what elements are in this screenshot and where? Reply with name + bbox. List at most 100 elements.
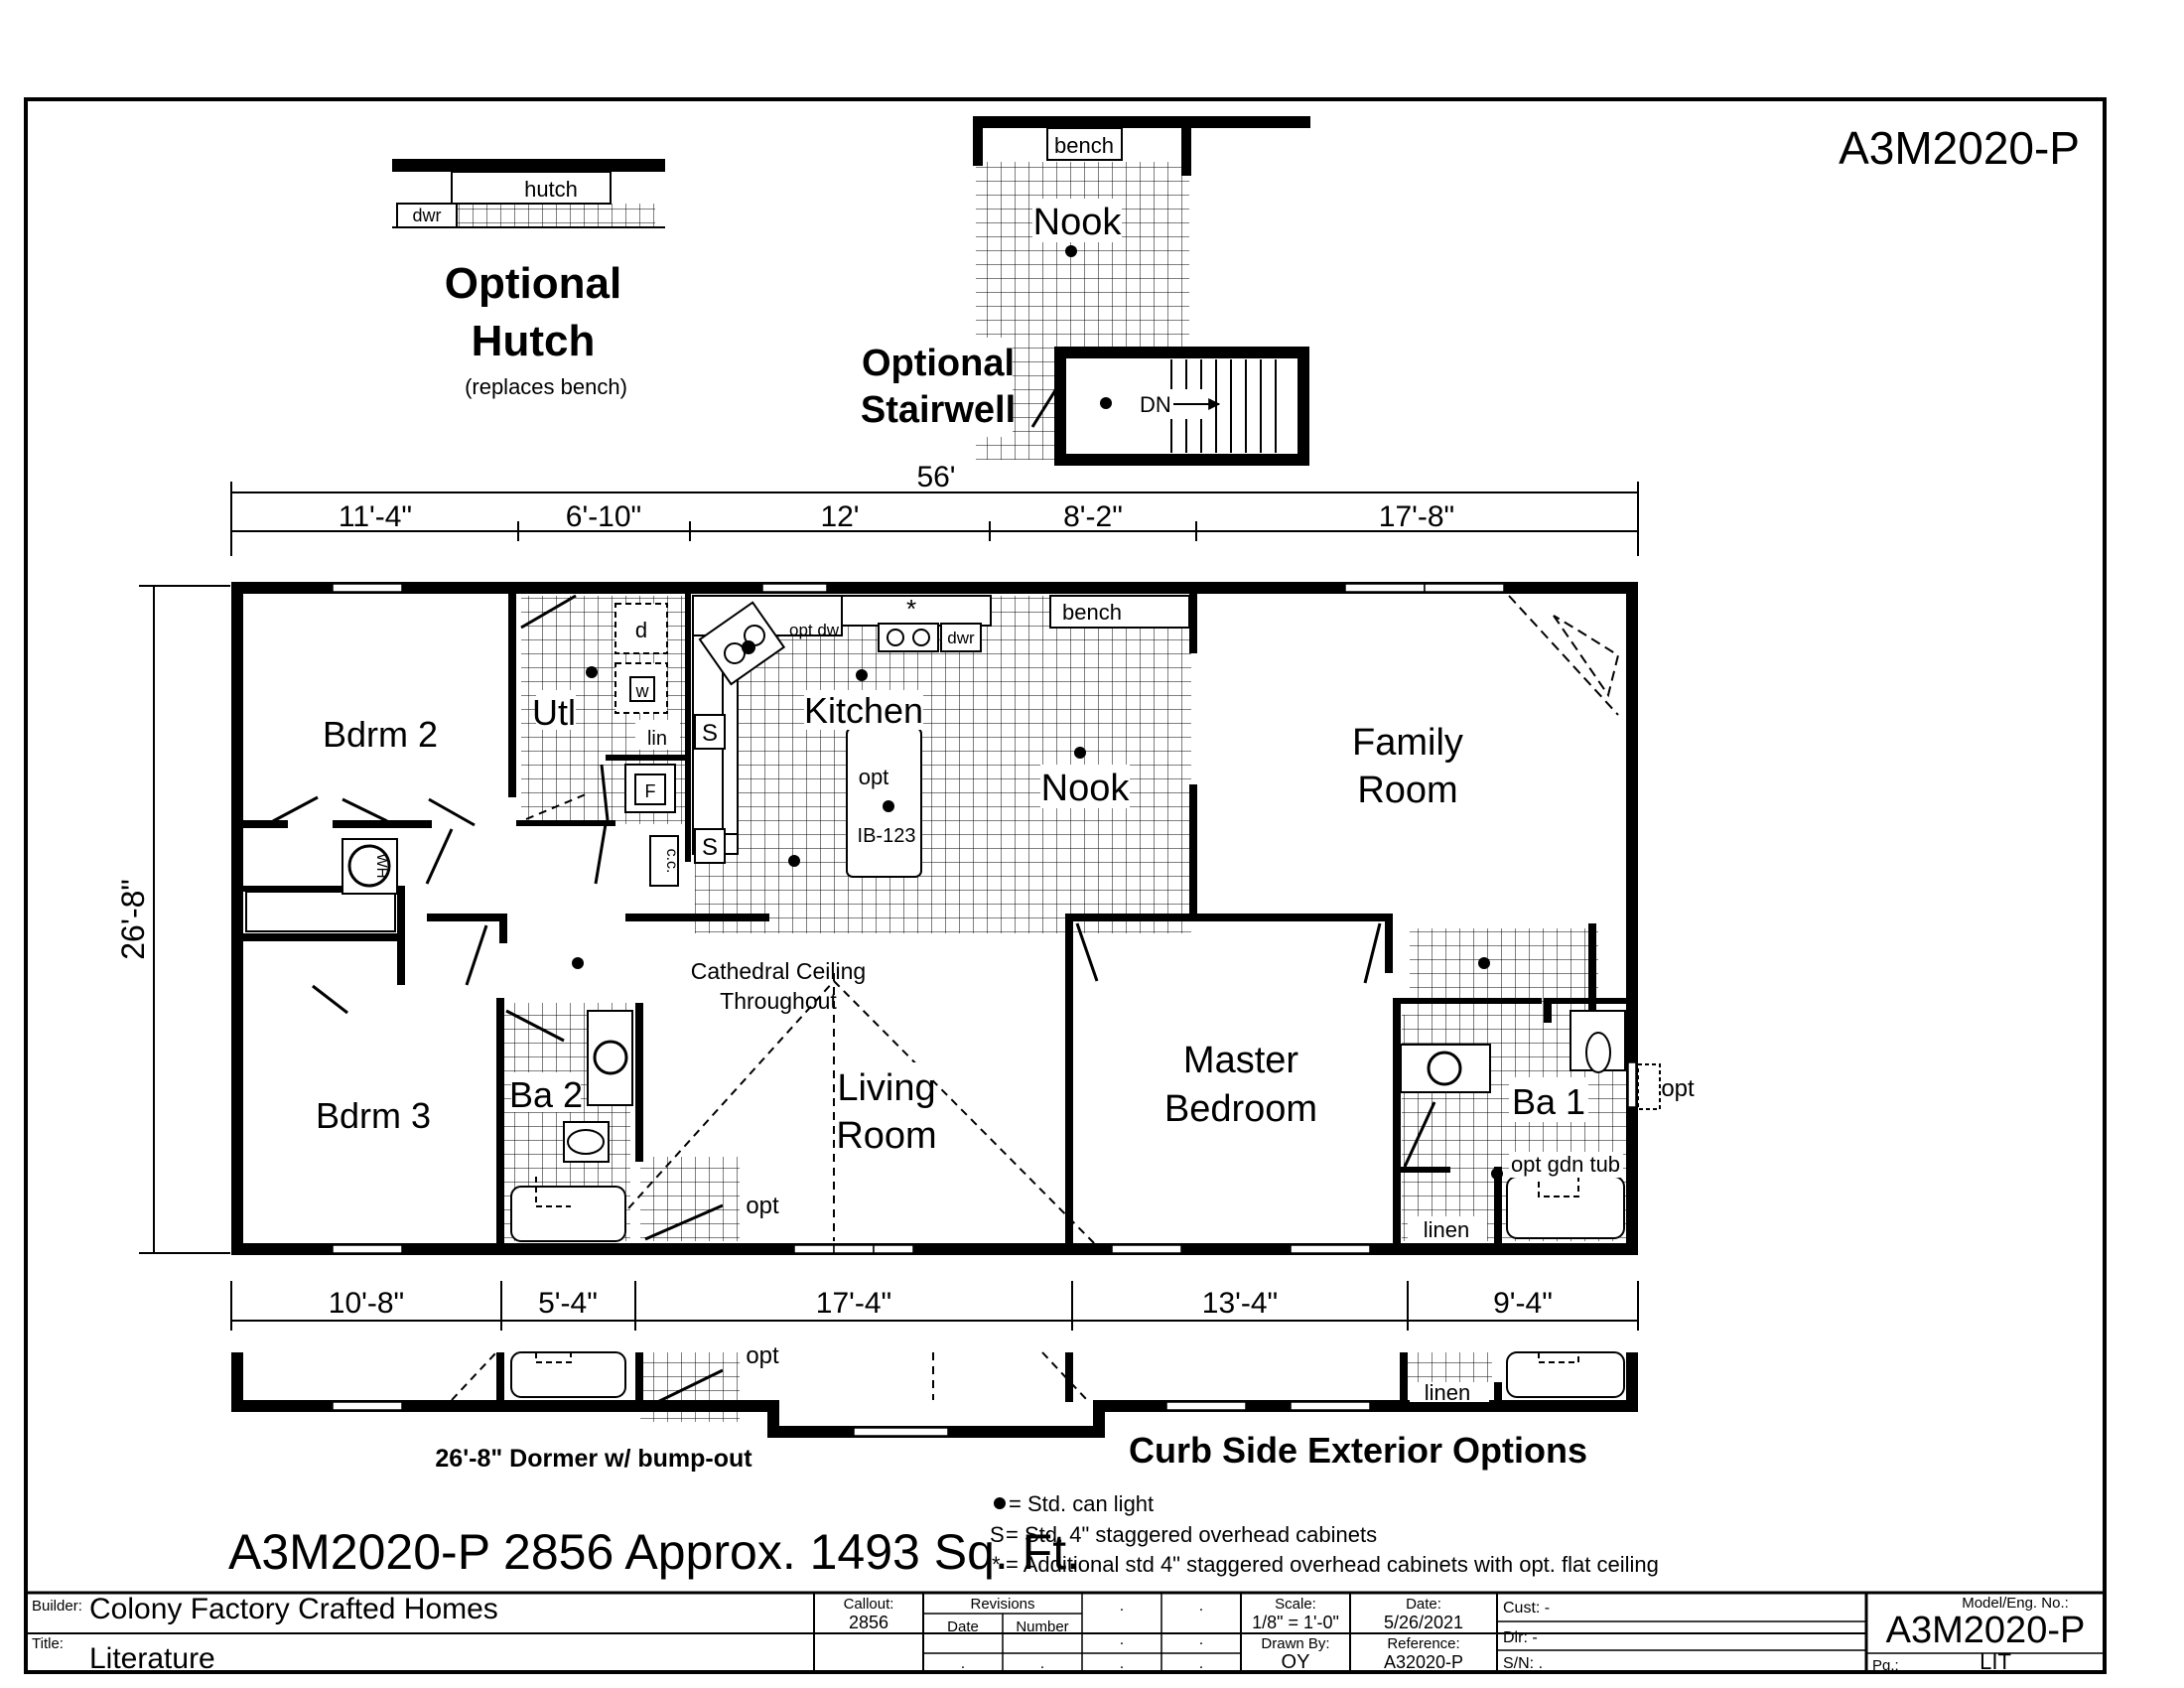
dim-bottom-2: 5'-4"	[538, 1287, 598, 1320]
dormer-caption: 26'-8" Dormer w/ bump-out	[435, 1445, 752, 1473]
closet-shelves	[245, 891, 396, 932]
stair-title-2: Stairwell	[861, 389, 1016, 431]
opt-nook-can-light	[1065, 245, 1077, 257]
optional-hutch: hutch dwr Optional Hutch (replaces bench…	[392, 159, 665, 399]
s-cabinet-2: S	[702, 834, 718, 861]
nook-label: Nook	[1041, 768, 1131, 809]
dim-bottom-5: 9'-4"	[1493, 1287, 1553, 1320]
hutch-label: hutch	[524, 177, 578, 202]
revisions-label: Revisions	[970, 1596, 1034, 1613]
ba2-opt-label: opt	[746, 1193, 779, 1219]
cust-field: Cust: -	[1503, 1600, 1550, 1617]
hutch-wall	[392, 159, 665, 172]
island-opt-label: opt	[859, 765, 889, 789]
closet-rails	[525, 793, 1103, 1252]
legend-can-light-dot	[994, 1497, 1006, 1509]
bdrm2-label: Bdrm 2	[323, 714, 438, 755]
dim-top-1: 11'-4"	[339, 500, 412, 533]
kitchen-label: Kitchen	[804, 690, 923, 731]
drawn-value: OY	[1282, 1651, 1310, 1673]
bench-label: bench	[1062, 600, 1122, 625]
family-label-2: Room	[1357, 770, 1457, 811]
furnace-label: F	[645, 781, 656, 801]
ba1-opt-label: opt	[1661, 1075, 1695, 1102]
cc-label: c.c.	[663, 849, 680, 874]
model-eng-value: A3M2020-P	[1886, 1610, 2086, 1651]
reference-value: A32020-P	[1384, 1652, 1463, 1672]
opt-nook-label-bg	[1032, 199, 1122, 242]
rev-dot-7: .	[1120, 1655, 1124, 1672]
s-cabinet-1: S	[702, 720, 718, 747]
sn-field: S/N: .	[1503, 1655, 1543, 1672]
title-label: Title:	[32, 1635, 64, 1652]
utility-fixtures: d w lin F c.c. Utl	[532, 603, 680, 887]
callout-value: 2856	[849, 1613, 888, 1632]
door-swings	[272, 594, 1436, 1241]
dlr-field: Dlr: -	[1503, 1629, 1538, 1646]
dim-top-4: 8'-2"	[1063, 500, 1123, 533]
drawn-label: Drawn By:	[1261, 1635, 1329, 1652]
opt-bench-label: bench	[1054, 133, 1114, 158]
bdrm3-label: Bdrm 3	[316, 1095, 431, 1136]
dim-bottom-4: 13'-4"	[1202, 1287, 1278, 1320]
dim-bottom-1: 10'-8"	[329, 1287, 404, 1320]
kitchen-can-light-sink	[742, 640, 755, 654]
optional-hutch-title-2: Hutch	[472, 317, 596, 365]
kitchen-can-light	[856, 669, 868, 681]
dim-top-5: 17'-8"	[1379, 500, 1454, 533]
rev-dot-4: .	[1199, 1631, 1203, 1648]
opt-nook-top-wall	[973, 116, 1310, 128]
interior-walls	[243, 594, 1628, 1243]
dim-top-3: 12'	[820, 500, 859, 533]
fireplace	[1508, 595, 1620, 716]
lin-label: lin	[647, 728, 667, 750]
opt-nook-left-wall	[973, 116, 983, 166]
island-can-light	[883, 800, 894, 812]
date-label: Date:	[1406, 1596, 1441, 1613]
reference-label: Reference:	[1387, 1635, 1459, 1652]
pg-label: Pg.:	[1872, 1657, 1899, 1674]
callout-label: Callout:	[844, 1596, 894, 1613]
rev-dot-8: .	[1199, 1655, 1203, 1672]
pg-value: LIT	[1979, 1649, 2011, 1674]
optional-hutch-title-1: Optional	[445, 259, 621, 308]
rev-dot-2: .	[1199, 1598, 1203, 1615]
model-code-top: A3M2020-P	[1839, 122, 2080, 174]
legend-s-key: S	[990, 1522, 1005, 1547]
date-value: 5/26/2021	[1384, 1613, 1463, 1632]
water-heater: WH	[341, 838, 398, 895]
washer-label: w	[635, 681, 650, 701]
master-closet-can-light	[1478, 957, 1490, 969]
curb-caption: Curb Side Exterior Options	[1129, 1430, 1587, 1471]
builder-value: Colony Factory Crafted Homes	[89, 1593, 498, 1625]
windows	[332, 583, 1637, 1254]
living-label-2: Room	[836, 1115, 936, 1157]
rev-date-col: Date	[947, 1618, 979, 1635]
dim-side: 26'-8"	[115, 879, 151, 960]
legend-can-light: = Std. can light	[1009, 1491, 1154, 1516]
utl-can-light	[586, 666, 598, 678]
cathedral-line-2: Throughout	[720, 988, 837, 1014]
master-label-1: Master	[1183, 1040, 1298, 1081]
ba2-fixtures	[510, 1010, 633, 1242]
master-label-2: Bedroom	[1164, 1088, 1317, 1130]
range-dwr-label: dwr	[947, 629, 975, 647]
optional-nook-stairwell: bench Nook DN Optional Stairwell	[861, 116, 1310, 466]
stair-can-light	[1100, 397, 1112, 409]
rev-dot-5: .	[961, 1655, 965, 1672]
hall-can-light	[572, 957, 584, 969]
kitchen-sink	[698, 601, 786, 686]
stair-door-swing	[1030, 386, 1059, 428]
plan-summary: A3M2020-P 2856 Approx. 1493 Sq. Ft.	[228, 1524, 1080, 1580]
utl-label: Utl	[532, 692, 576, 733]
star-label: *	[906, 594, 916, 624]
family-label-1: Family	[1352, 722, 1463, 764]
exterior-options-strip	[231, 1351, 1638, 1438]
opt-bench	[1046, 127, 1123, 161]
water-heater-label: WH	[373, 854, 390, 879]
ext-linen-label: linen	[1425, 1380, 1470, 1405]
title-block	[26, 1591, 2105, 1672]
bottom-dimensions	[230, 1281, 1639, 1331]
nook-can-light	[1074, 747, 1086, 759]
